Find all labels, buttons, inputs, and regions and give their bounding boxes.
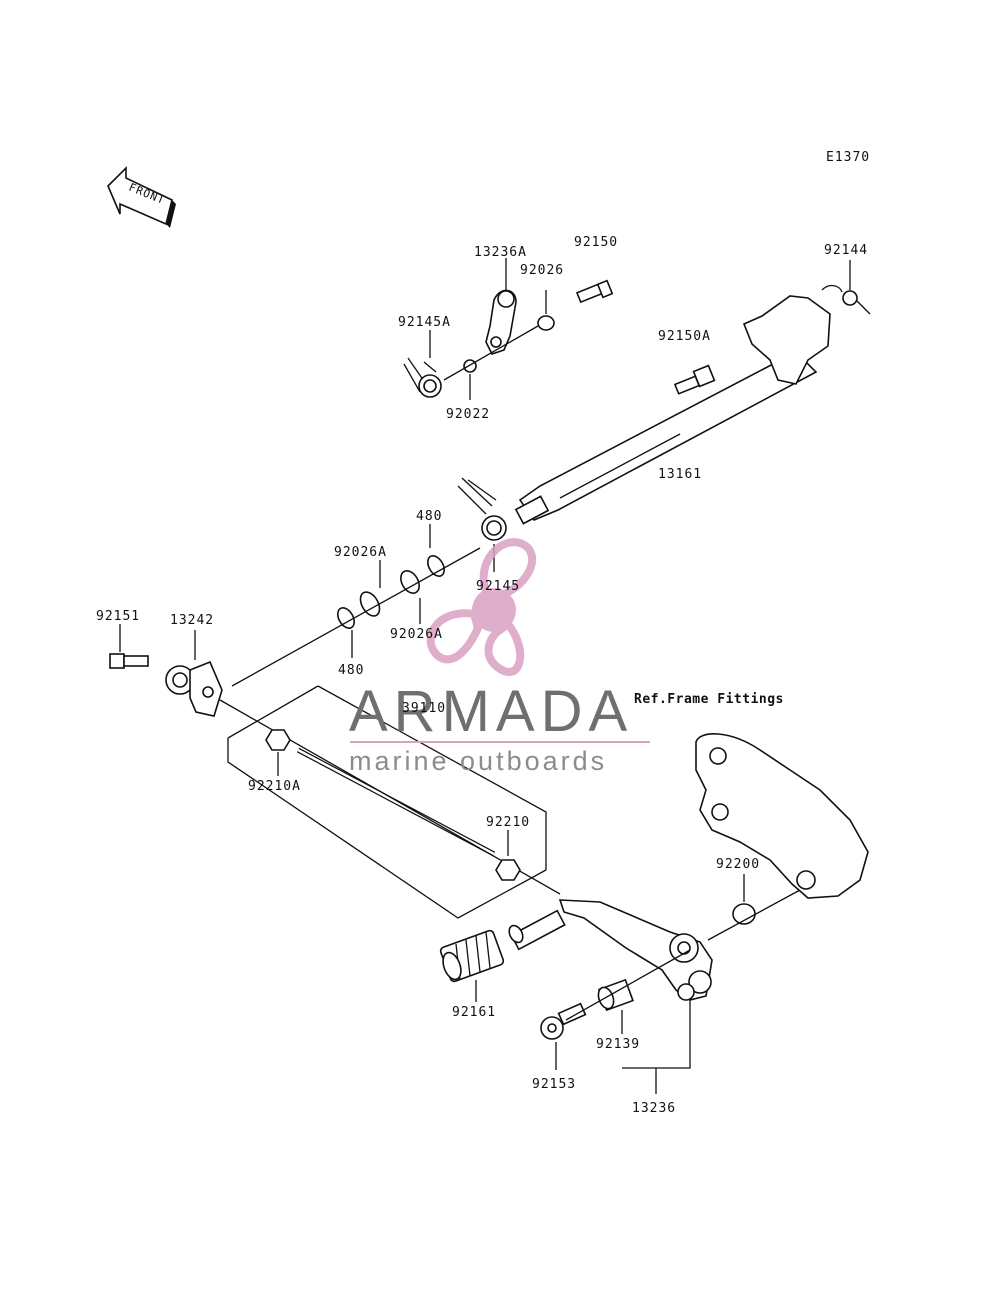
callout-92145A: 92145A [398, 315, 451, 330]
part-92161-pedal-rubber [439, 929, 505, 983]
callout-92139: 92139 [596, 1037, 640, 1052]
part-92026-washer [537, 315, 555, 331]
callout-92161: 92161 [452, 1005, 496, 1020]
callout-13236A: 13236A [474, 245, 527, 260]
part-92145-spring [457, 477, 507, 541]
callout-92150: 92150 [574, 235, 618, 250]
callout-92145: 92145 [476, 579, 520, 594]
part-13236A-shift-arm [485, 289, 517, 355]
callout-92026A-left: 92026A [334, 545, 387, 560]
callout-13242: 13242 [170, 613, 214, 628]
part-480-circlip-bottom [337, 607, 355, 629]
part-92145A-spring [403, 357, 442, 398]
front-arrow-icon: FRONT [107, 166, 176, 228]
part-480-circlip-top [427, 555, 445, 577]
callout-92150A: 92150A [658, 329, 711, 344]
frame-fitting-bracket [695, 733, 869, 899]
callout-92026: 92026 [520, 263, 564, 278]
watermark: ARMADA marine outboards [349, 538, 650, 776]
callout-13161: 13161 [658, 467, 702, 482]
part-92153-bolt [540, 1002, 587, 1040]
part-92022-washer [463, 359, 477, 373]
callout-92200: 92200 [716, 857, 760, 872]
part-39110-shift-rod [296, 747, 496, 857]
part-92139-collar [597, 978, 634, 1012]
part-92026A-washer-right [400, 570, 420, 594]
part-92210A-nut [265, 729, 291, 751]
callout-92022: 92022 [446, 407, 490, 422]
part-92026A-washer-left [359, 591, 381, 617]
watermark-brand: ARMADA [349, 679, 633, 744]
part-13161-shift-shaft [514, 295, 831, 525]
callout-39110: 39110 [402, 701, 446, 716]
callout-92144: 92144 [824, 243, 868, 258]
bracket-39110 [317, 685, 547, 870]
callout-92153: 92153 [532, 1077, 576, 1092]
callout-92026A-right: 92026A [390, 627, 443, 642]
callout-92210A: 92210A [248, 779, 301, 794]
part-92210-nut [495, 859, 521, 881]
part-92144-spring-clip [821, 284, 871, 315]
callout-92210: 92210 [486, 815, 530, 830]
callout-13236: 13236 [632, 1101, 676, 1116]
part-92150A-bolt [673, 364, 716, 395]
part-footpeg-pin [508, 909, 566, 951]
propeller-logo-icon [426, 538, 537, 676]
part-92151-bolt [109, 653, 149, 669]
diagram-code: E1370 [826, 150, 870, 165]
watermark-tagline: marine outboards [349, 746, 607, 776]
callout-480-bottom: 480 [338, 663, 364, 678]
callout-92151: 92151 [96, 609, 140, 624]
part-92150-bolt [575, 279, 614, 304]
callout-480-top: 480 [416, 509, 442, 524]
part-13242-tie-rod-end [165, 660, 223, 717]
ref-frame-fittings-note: Ref.Frame Fittings [634, 692, 784, 707]
